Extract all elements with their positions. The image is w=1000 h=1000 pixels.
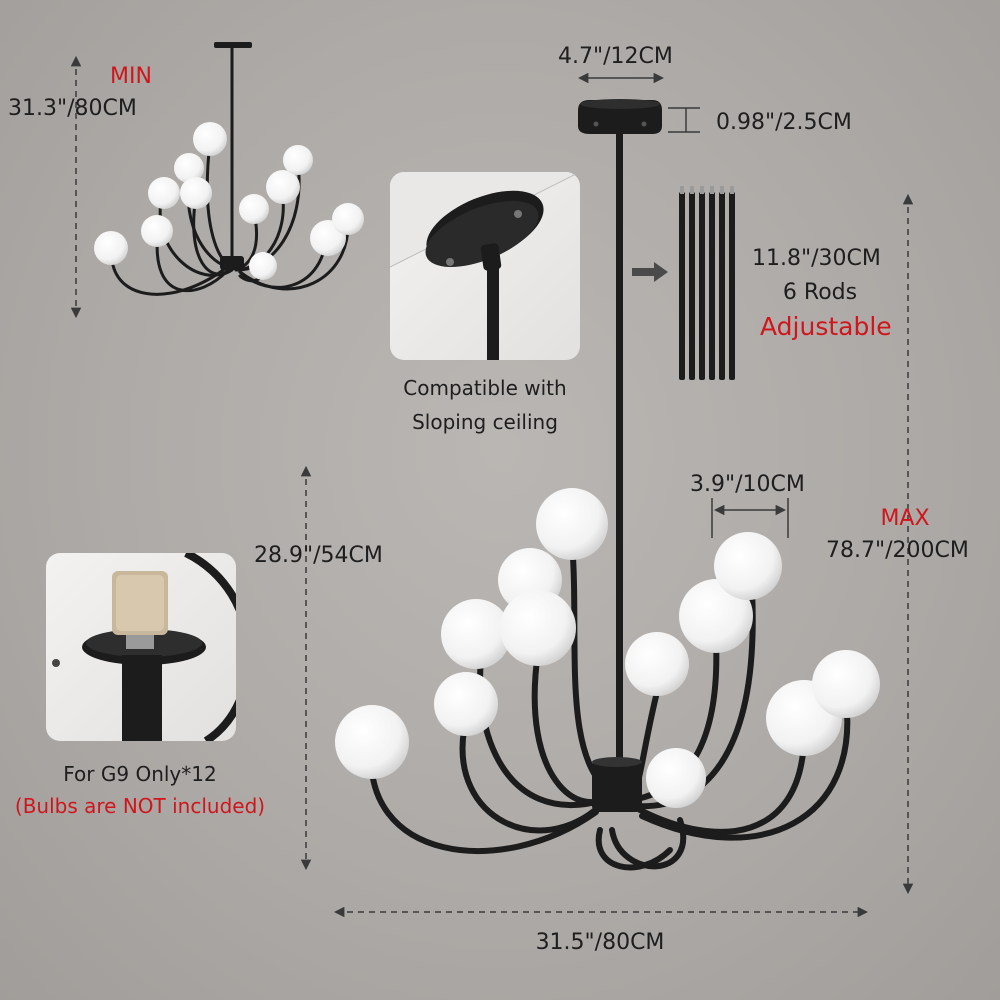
min-chandelier-globes — [94, 122, 364, 280]
g9-socket-illustration — [52, 553, 236, 741]
bulbs-not-included-note: (Bulbs are NOT included) — [14, 794, 266, 818]
canopy-thickness-dimension — [668, 107, 700, 133]
rods-pointer-arrow — [632, 262, 668, 282]
rod-adjustable-label: Adjustable — [760, 312, 892, 341]
rods-illustration — [679, 186, 735, 380]
width-label: 31.5"/80CM — [535, 930, 665, 955]
globe-width-label: 3.9"/10CM — [690, 472, 805, 497]
bulb-type-label: For G9 Only*12 — [63, 762, 217, 786]
canopy-thickness-label: 0.98"/2.5CM — [716, 110, 852, 135]
max-height-label: 78.7"/200CM — [826, 538, 969, 563]
main-canopy — [578, 99, 662, 134]
rod-length-label: 11.8"/30CM — [752, 246, 881, 271]
max-title: MAX — [880, 506, 930, 531]
sloping-ceiling-illustration — [390, 172, 580, 360]
globe-width-dimension — [711, 498, 789, 538]
main-chandelier-hub — [592, 757, 642, 812]
main-down-rod — [616, 134, 623, 760]
main-chandelier-arms — [368, 539, 851, 871]
main-chandelier-globes — [335, 488, 880, 808]
sloping-ceiling-line2: Sloping ceiling — [412, 410, 558, 434]
min-title: MIN — [110, 64, 152, 89]
min-height-label: 31.3"/80CM — [8, 96, 137, 121]
canopy-diameter-label: 4.7"/12CM — [558, 44, 673, 69]
sloping-ceiling-inset — [390, 172, 580, 360]
body-height-label: 28.9"/54CM — [254, 543, 383, 568]
bulb-socket-inset — [46, 553, 236, 741]
sloping-ceiling-line1: Compatible with — [403, 376, 567, 400]
rod-count-label: 6 Rods — [782, 280, 858, 305]
